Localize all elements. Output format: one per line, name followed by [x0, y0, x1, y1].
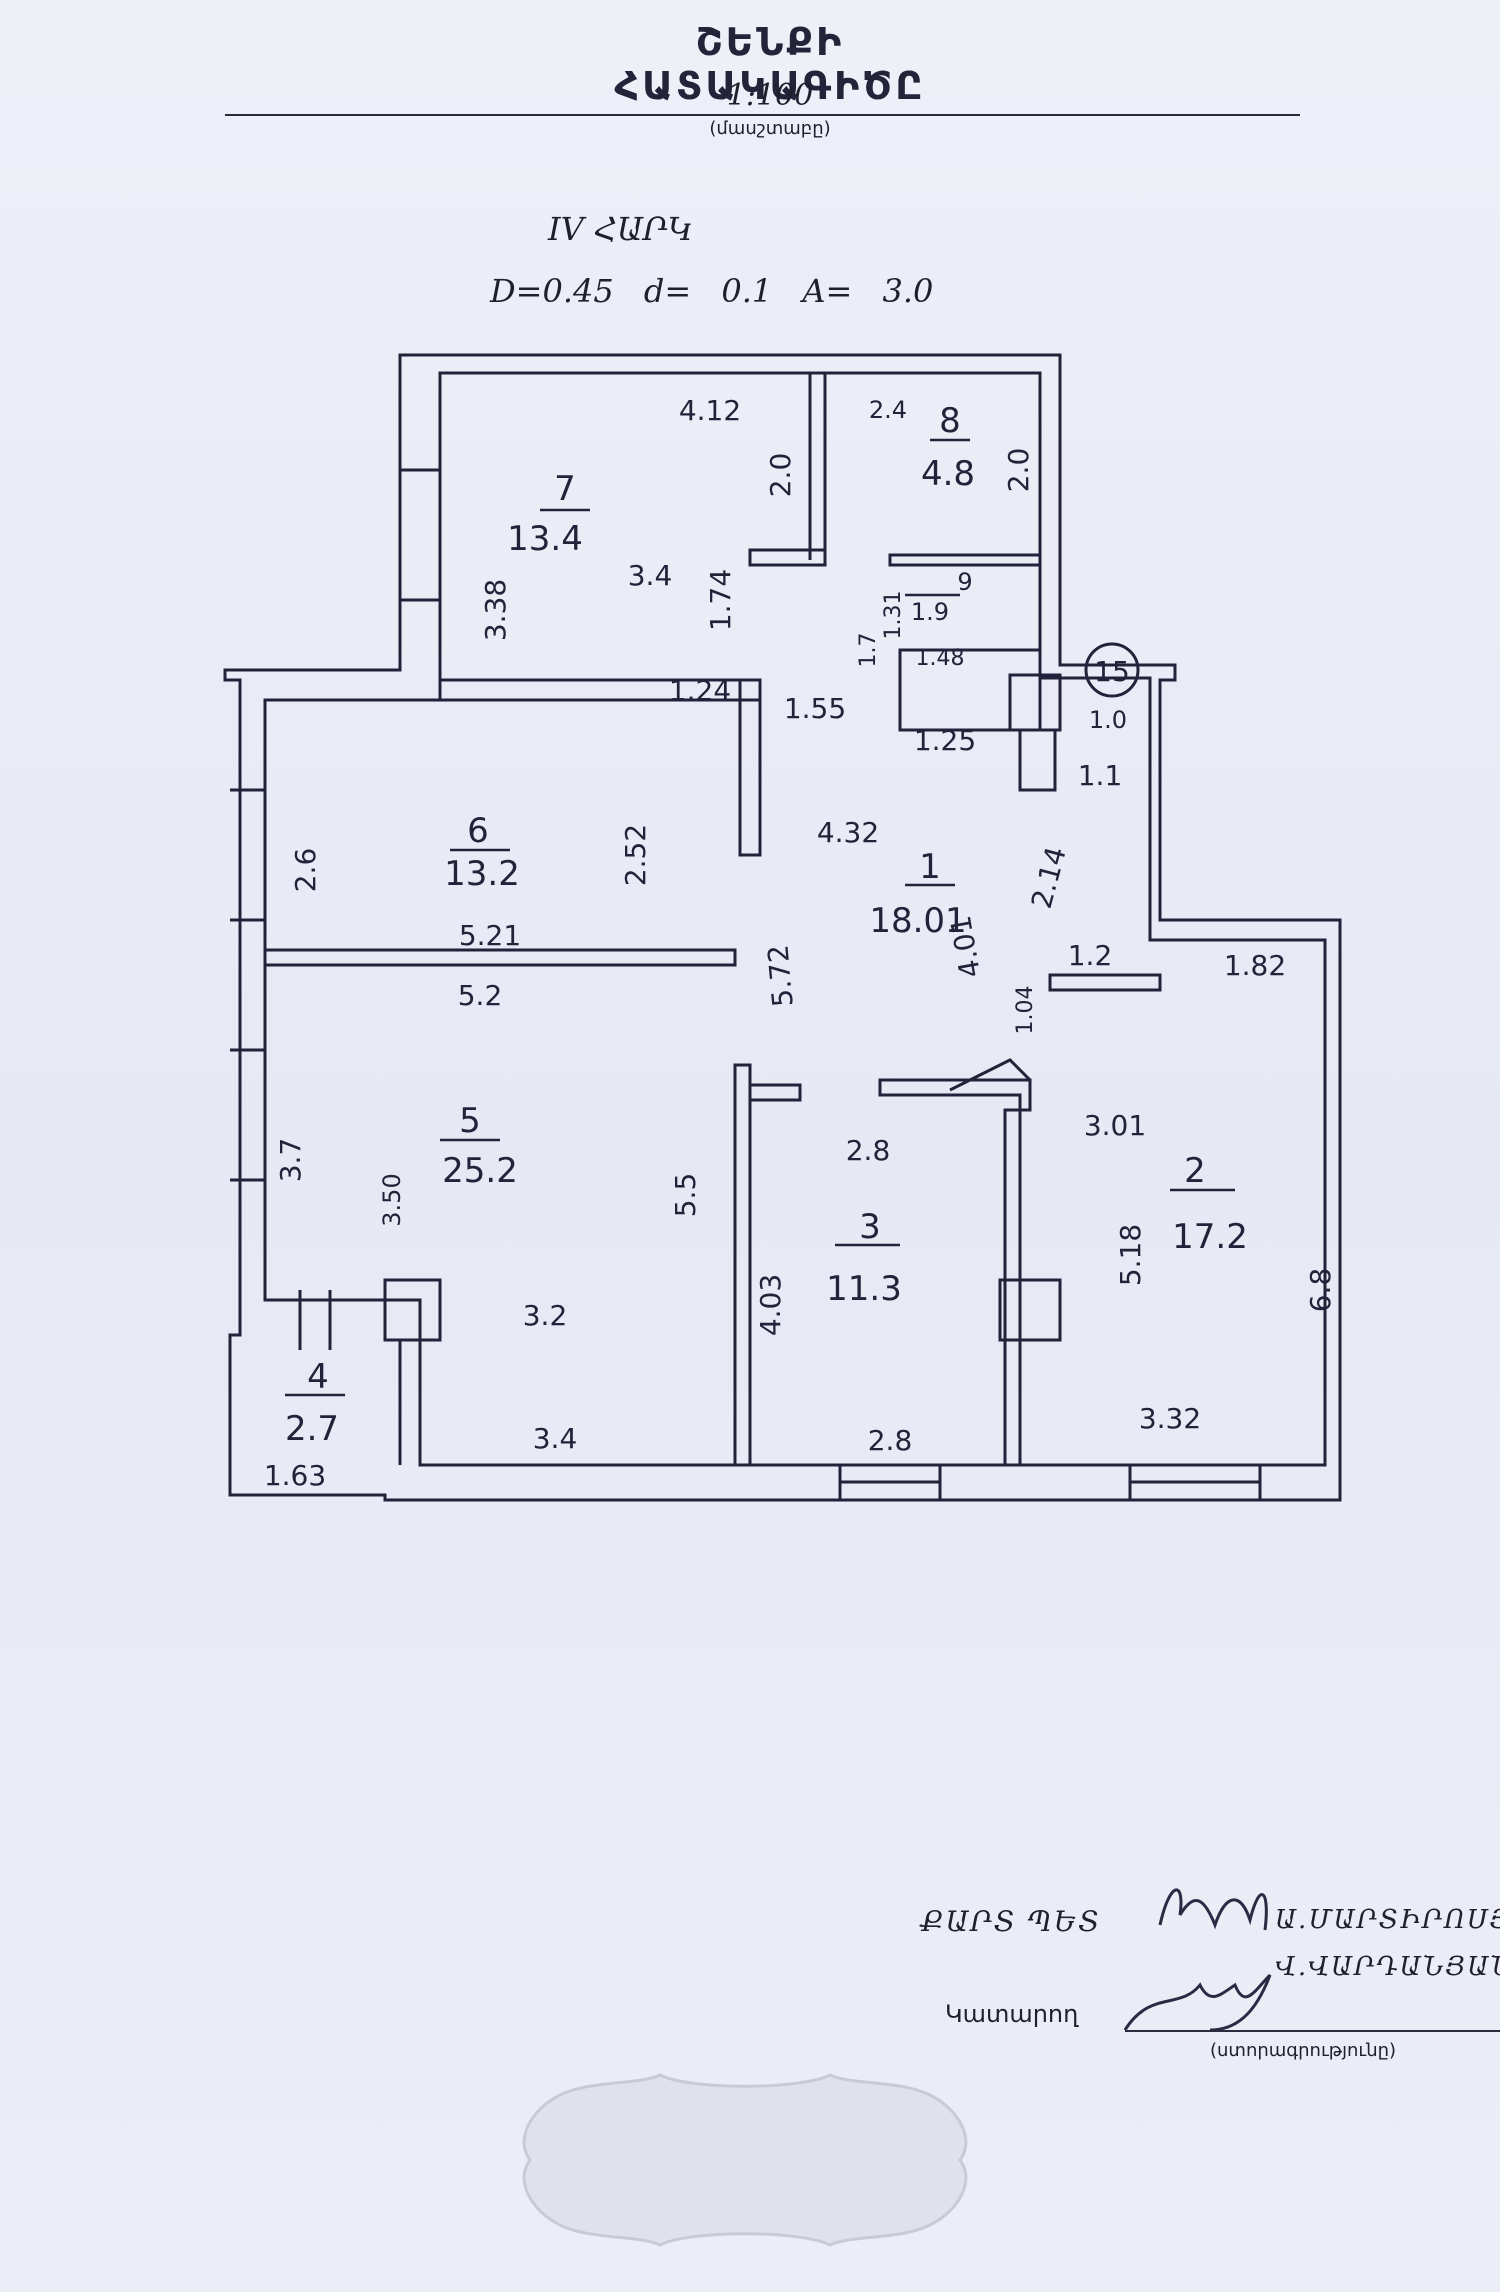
- dim-3-50: 3.50: [378, 1173, 406, 1226]
- dim-3-38: 3.38: [479, 579, 512, 641]
- dim-4-03: 4.03: [754, 1274, 787, 1336]
- chief-name: Ա.ՄԱՐՏԻՐՈՍՅԱՆ: [1275, 1905, 1500, 1935]
- dim-5-72: 5.72: [761, 943, 799, 1008]
- dim-1-31: 1.31: [881, 591, 906, 640]
- door-swing: [949, 1058, 1032, 1092]
- dim-3-7: 3.7: [274, 1138, 307, 1183]
- dim-2-6: 2.6: [289, 848, 322, 893]
- dim-1-24: 1.24: [669, 674, 731, 707]
- chimney-2: [998, 1278, 1062, 1342]
- wall-3-2-top: [878, 1078, 1032, 1467]
- room-6-number: 6: [467, 811, 489, 851]
- dim-6-8: 6.8: [1304, 1268, 1337, 1313]
- room-7-number: 7: [554, 469, 576, 509]
- dim-1-0: 1.0: [1089, 706, 1127, 734]
- wall-7-stub: [748, 548, 827, 567]
- room-3-area: 11.3: [826, 1269, 902, 1309]
- room-1-area: 18.01: [869, 901, 966, 941]
- dim-5-5: 5.5: [669, 1173, 702, 1218]
- dim-4-32: 4.32: [817, 816, 879, 849]
- dim-1-63: 1.63: [264, 1459, 326, 1492]
- unit-marker: 15: [1094, 655, 1130, 688]
- room-8-area: 4.8: [921, 454, 975, 494]
- room-3-number: 3: [859, 1207, 881, 1247]
- chimney-top: [1008, 673, 1062, 732]
- dim-2-4: 2.4: [869, 396, 907, 424]
- dim-1-2: 1.2: [1068, 939, 1113, 972]
- performer-label: Կատարող: [945, 2000, 1079, 2028]
- dim-3-01: 3.01: [1084, 1109, 1146, 1142]
- decorative-stamp: [522, 2073, 968, 2247]
- room-9-number: 9: [957, 568, 972, 596]
- room-4-number: 4: [307, 1357, 329, 1397]
- dim-3-4-bot: 3.4: [533, 1422, 578, 1455]
- dim-4-01: 4.01: [944, 913, 987, 980]
- dim-2-14: 2.14: [1025, 843, 1073, 912]
- unit-marker-circle: [1084, 642, 1140, 698]
- signature-chief: [1158, 1888, 1268, 1931]
- second-name: Վ.ՎԱՐԴԱՆՅԱՆ: [1275, 1952, 1500, 1982]
- room-4-area: 2.7: [285, 1409, 339, 1449]
- outer-wall-outer: [223, 353, 1342, 1502]
- dim-1-55: 1.55: [784, 692, 846, 725]
- dim-3-2: 3.2: [523, 1299, 568, 1332]
- room-2-area: 17.2: [1172, 1217, 1248, 1257]
- plan-parameters: D=0.45 d= 0.1 A= 3.0: [490, 272, 934, 310]
- room-6-area: 13.2: [444, 854, 520, 894]
- wall-6-1-a: [738, 678, 762, 857]
- floor-label: IV ՀԱՐԿ: [548, 210, 694, 248]
- room-5-area: 25.2: [442, 1151, 518, 1191]
- room-5-number: 5: [459, 1101, 481, 1141]
- wall-6-5: [265, 948, 737, 967]
- wall-8-9: [888, 553, 1042, 567]
- room-7-area: 13.4: [507, 519, 583, 559]
- scale-value: 1:100: [726, 78, 814, 113]
- room4-box: [383, 1278, 442, 1342]
- dim-2-52: 2.52: [619, 824, 652, 886]
- dim-5-18: 5.18: [1114, 1224, 1147, 1286]
- title-underline: [225, 114, 1300, 116]
- dim-1-04: 1.04: [1013, 986, 1038, 1035]
- dim-1-48: 1.48: [916, 646, 965, 671]
- room-8-number: 8: [939, 401, 961, 441]
- dim-2-0-b: 2.0: [1002, 448, 1035, 493]
- wall-3-stub: [748, 1083, 802, 1102]
- dim-1-1: 1.1: [1078, 759, 1123, 792]
- dim-3-32: 3.32: [1139, 1402, 1201, 1435]
- dim-3-4-top: 3.4: [628, 559, 673, 592]
- dim-5-21: 5.21: [459, 919, 521, 952]
- room-9-area: 1.9: [911, 598, 949, 626]
- signature-performer: [1123, 1973, 1272, 2032]
- dim-4-12: 4.12: [679, 394, 741, 427]
- chief-label: ՔԱՐՏ ՊԵՏ: [920, 1905, 1101, 1938]
- chimney-lower: [1018, 728, 1057, 792]
- dim-2-8-mid: 2.8: [846, 1134, 891, 1167]
- dim-2-8-bot: 2.8: [868, 1424, 913, 1457]
- dim-2-0-a: 2.0: [764, 453, 797, 498]
- dim-1-25: 1.25: [914, 724, 976, 757]
- wall-1-2: [1048, 973, 1162, 992]
- wall-5-3: [733, 1063, 752, 1467]
- room-2-number: 2: [1184, 1151, 1206, 1191]
- scale-caption: (մասշտաբը): [709, 118, 831, 139]
- dim-5-2: 5.2: [458, 979, 503, 1012]
- room-1-number: 1: [919, 847, 941, 887]
- signature-line: [1125, 2030, 1500, 2032]
- signature-caption: (ստորագրությունը): [1210, 2040, 1397, 2061]
- page-title: ՇԵՆՔԻ ՀԱՏԱԿԱԳԻԾԸ: [614, 20, 926, 108]
- dim-1-82: 1.82: [1224, 949, 1286, 982]
- dim-1-7: 1.7: [856, 633, 881, 668]
- dim-1-74: 1.74: [704, 569, 737, 631]
